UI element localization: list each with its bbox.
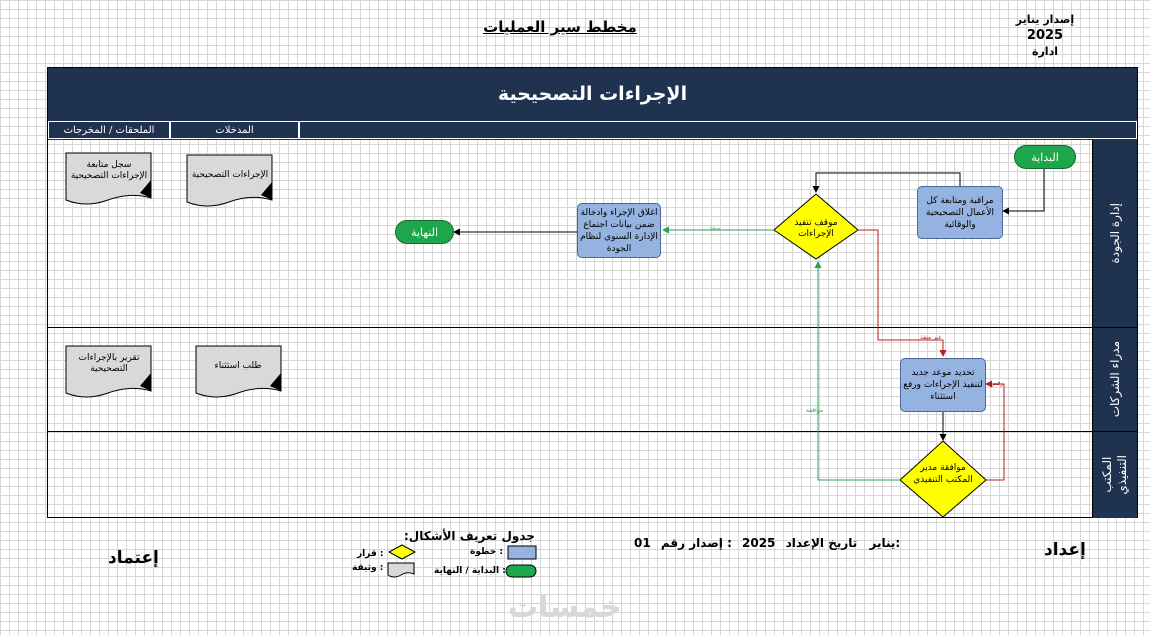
legend-step-shape (507, 545, 537, 560)
lane-label-managers: مدراء الشركات (1093, 328, 1137, 431)
lane-label-executive: المكتب التنفيذي (1093, 432, 1137, 518)
column-process (299, 121, 1137, 139)
issue-block: إصدار يناير 2025 ادارة (1005, 12, 1085, 60)
process-title: الإجراءات التصحيحية (497, 83, 688, 105)
input-doc-exception: طلب استثناء (214, 361, 262, 371)
legend-decision-label: : قرار (357, 549, 384, 559)
decision-approval-shape (899, 440, 987, 518)
start-terminal: البداية (1014, 145, 1076, 169)
label-reject: رفض (990, 380, 1004, 387)
column-attachments: الملحقات / المخرجات (48, 121, 170, 139)
step-reschedule: تحديد موعد جديد لتنفيذ الإجراءات ورفع اس… (900, 358, 986, 412)
prep-date-month: يناير (869, 536, 896, 550)
legend-document-shape (387, 562, 415, 578)
lane-label-quality: إدارة الجودة (1093, 140, 1137, 327)
lane-divider (48, 431, 1137, 432)
issue-year: 2025 (1026, 28, 1064, 43)
process-banner: الإجراءات التصحيحية (48, 68, 1137, 120)
label-done: منفذ (709, 225, 721, 232)
decision-status-shape (773, 193, 859, 260)
lane-label-divider (1092, 140, 1093, 518)
legend-terminal-shape (505, 564, 537, 578)
watermark: خمسات (508, 590, 622, 625)
column-inputs: المدخلات (170, 121, 299, 139)
decision-status-text: موقف تنفيذ الإجراءات (794, 218, 838, 239)
step-monitor: مراقبة ومتابعة كل الأعمال التصحيحية والو… (917, 186, 1003, 239)
prepared-label: إعداد (1044, 540, 1086, 560)
legend-decision-shape (387, 544, 417, 560)
process-frame (47, 67, 1138, 518)
issue-number: 01 إصدار رقم : (634, 536, 732, 550)
document-shape (65, 152, 152, 205)
prep-date: 2025 يناير تاريخ الإعداد: (742, 536, 900, 550)
step-close-action: اغلاق الإجراء وادخالة ضمن بيانات اجتماع … (577, 203, 661, 258)
output-doc-followup-log: سجل متابعة الإجراءات التصحيحية (70, 160, 148, 181)
document-shape (65, 345, 152, 398)
issue-label: إصدار يناير (1015, 13, 1075, 26)
legend-title: جدول تعريف الأشكال: (404, 529, 535, 543)
department-label: ادارة (1031, 45, 1058, 58)
legend-document-label: : وثيقة (352, 563, 384, 573)
label-approve: موافقة (806, 407, 824, 414)
document-title: مخطط سير العمليات (483, 18, 637, 36)
output-doc-report: تقرير بالإجراءات التصحيحية (78, 353, 140, 374)
issue-number-value: 01 (634, 536, 651, 550)
legend-step-label: : خطوة (470, 547, 503, 557)
prep-date-year: 2025 (742, 536, 776, 550)
prep-date-label: تاريخ الإعداد: (785, 536, 901, 550)
lane-divider (48, 327, 1137, 328)
document-shape (195, 345, 282, 398)
input-doc-corrective: الإجراءات التصحيحية (191, 170, 269, 180)
legend-terminal-label: : البداية / النهاية (434, 566, 506, 576)
end-terminal: النهاية (395, 220, 454, 244)
issue-number-label: إصدار رقم : (660, 536, 732, 550)
approved-label: إعتماد (108, 548, 159, 568)
document-shape (186, 154, 273, 207)
decision-approval-text: موافقة مدير المكتب التنفيذي (913, 463, 973, 485)
label-not-done: غير منفذ (920, 334, 942, 341)
